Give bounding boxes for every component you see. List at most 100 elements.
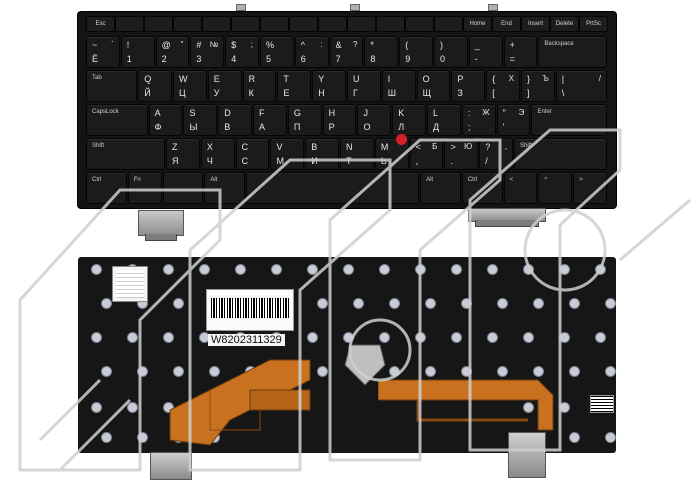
key[interactable]: ~Ё` <box>86 36 120 68</box>
key[interactable]: :;Ж <box>461 104 496 136</box>
top-clip <box>488 4 498 11</box>
key[interactable]: CapsLock <box>86 104 148 136</box>
fn-key[interactable] <box>318 16 347 32</box>
fn-key[interactable] <box>173 16 202 32</box>
key[interactable]: (9 <box>399 36 433 68</box>
backlight-hole <box>462 299 471 308</box>
fn-key[interactable] <box>434 16 463 32</box>
key-label: B <box>311 142 318 152</box>
fn-key[interactable] <box>260 16 289 32</box>
key[interactable]: Backspace <box>538 36 607 68</box>
backlight-hole <box>128 333 137 342</box>
fn-key[interactable]: Esc <box>86 16 115 32</box>
key[interactable]: Ctrl <box>461 172 503 204</box>
fn-key[interactable]: Insert <box>521 16 550 32</box>
key-label: I <box>387 74 391 84</box>
key[interactable]: @2" <box>155 36 190 68</box>
key[interactable]: ?/, <box>479 138 514 170</box>
key[interactable]: Ctrl <box>86 172 127 204</box>
key-label: Ъ <box>542 74 549 83</box>
fn-key[interactable] <box>376 16 405 32</box>
key-label: W <box>179 74 188 84</box>
key-label: Ctrl <box>92 177 102 183</box>
key[interactable]: }]Ъ <box>521 70 555 102</box>
key[interactable]: |\/ <box>555 70 607 102</box>
key-label: R <box>248 74 256 84</box>
key[interactable]: *8 <box>364 36 399 68</box>
key[interactable]: $4; <box>225 36 259 68</box>
key[interactable]: Enter <box>531 104 607 136</box>
key[interactable]: Tab <box>86 70 138 102</box>
key[interactable]: < <box>503 172 538 204</box>
fn-key[interactable] <box>144 16 173 32</box>
backlight-hole <box>102 367 111 376</box>
key[interactable]: &7? <box>329 36 364 68</box>
key[interactable]: ^6: <box>294 36 329 68</box>
fn-key[interactable]: PrtSc <box>579 16 608 32</box>
key[interactable]: Alt <box>420 172 461 204</box>
key[interactable]: Alt <box>204 172 246 204</box>
fn-key[interactable]: Home <box>463 16 492 32</box>
key[interactable]: Fn <box>127 172 162 204</box>
key[interactable]: += <box>503 36 538 68</box>
key[interactable] <box>162 172 204 204</box>
backlight-hole <box>138 367 147 376</box>
key[interactable]: > <box>573 172 607 204</box>
key[interactable]: >.Ю <box>444 138 479 170</box>
key[interactable]: !1 <box>120 36 155 68</box>
key[interactable]: Shift <box>86 138 166 170</box>
key[interactable]: %5 <box>260 36 294 68</box>
fn-key[interactable] <box>405 16 434 32</box>
fn-key[interactable] <box>347 16 376 32</box>
fn-key[interactable] <box>289 16 318 32</box>
key-label: Ж <box>482 108 490 117</box>
backlight-hole <box>236 265 245 274</box>
part-number-label: W8202311329 <box>208 334 285 346</box>
key[interactable]: Shift <box>514 138 607 170</box>
small-label-sticker <box>112 266 148 302</box>
fn-key[interactable] <box>231 16 260 32</box>
key-label: - <box>474 54 478 64</box>
key[interactable]: _- <box>468 36 503 68</box>
key-label: Щ <box>422 88 432 98</box>
key[interactable]: <,Б <box>409 138 444 170</box>
fn-key[interactable] <box>202 16 231 32</box>
fn-key[interactable] <box>115 16 144 32</box>
key-label: ^ <box>544 177 548 183</box>
key[interactable]: ^ <box>538 172 573 204</box>
key[interactable] <box>246 172 420 204</box>
key[interactable]: {[Х <box>486 70 520 102</box>
key[interactable]: "'Э <box>496 104 531 136</box>
key-label: Shift <box>520 143 533 149</box>
fn-key[interactable]: Delete <box>550 16 579 32</box>
fn-key[interactable]: End <box>492 16 521 32</box>
key[interactable]: )0 <box>434 36 468 68</box>
key-label: . <box>450 156 453 166</box>
